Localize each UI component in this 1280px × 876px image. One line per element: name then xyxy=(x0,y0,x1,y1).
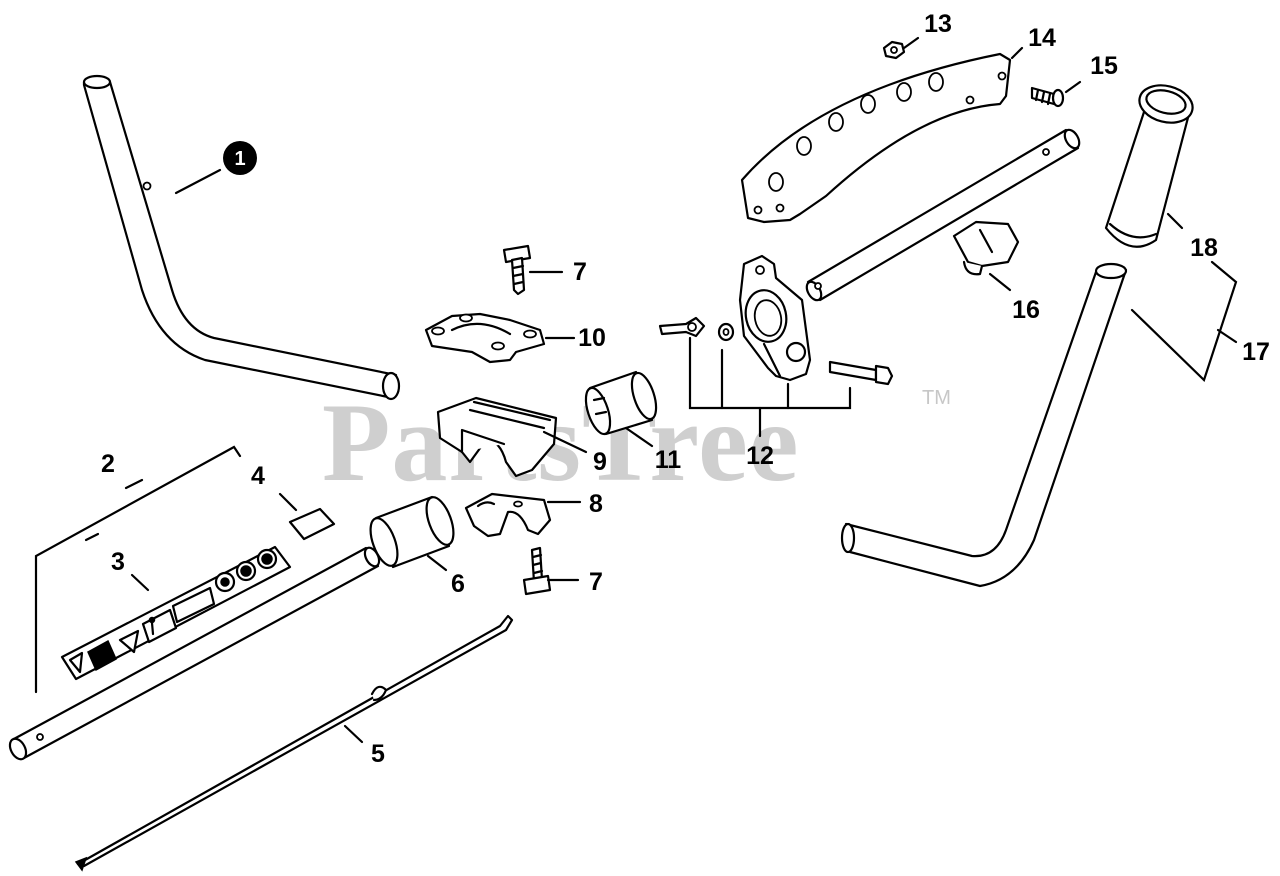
callout-7-bottom[interactable]: 7 xyxy=(589,568,603,596)
part-6-sleeve[interactable] xyxy=(365,494,459,570)
callout-5[interactable]: 5 xyxy=(371,740,385,768)
callout-8[interactable]: 8 xyxy=(589,490,603,518)
eye-protection-icon xyxy=(214,571,236,593)
callout-4[interactable]: 4 xyxy=(251,462,265,490)
callout-12[interactable]: 12 xyxy=(746,442,774,470)
callout-1[interactable]: 1 xyxy=(223,141,257,175)
hazard-icon xyxy=(118,629,140,654)
wing-nut xyxy=(658,316,706,338)
callout-9[interactable]: 9 xyxy=(593,448,607,476)
callout-14[interactable]: 14 xyxy=(1028,24,1056,52)
part-9-housing-clamp[interactable] xyxy=(436,396,558,478)
callout-16[interactable]: 16 xyxy=(1012,296,1040,324)
watermark: PartsTree TM xyxy=(322,381,951,505)
part-18-grip[interactable] xyxy=(1104,80,1197,248)
part-3-warning-decal[interactable] xyxy=(60,545,292,681)
bystander-icon xyxy=(141,608,178,644)
part-4-label[interactable] xyxy=(288,507,336,541)
callout-11[interactable]: 11 xyxy=(655,446,682,474)
watermark-text: PartsTree xyxy=(322,381,800,505)
part-15-screw[interactable] xyxy=(1030,86,1065,108)
handle-rod[interactable] xyxy=(804,127,1082,302)
callout-7-top[interactable]: 7 xyxy=(573,258,587,286)
manual-icon xyxy=(87,639,117,672)
ear-protection-icon xyxy=(235,560,257,582)
callout-18[interactable]: 18 xyxy=(1190,234,1218,262)
callout-13[interactable]: 13 xyxy=(924,10,952,38)
part-5-drive-shaft[interactable] xyxy=(74,614,514,872)
callout-6[interactable]: 6 xyxy=(451,570,465,598)
callout-10[interactable]: 10 xyxy=(578,324,606,352)
washer xyxy=(717,322,735,342)
watermark-tm: TM xyxy=(922,387,951,409)
svg-text:1: 1 xyxy=(234,148,245,170)
part-13-nut[interactable] xyxy=(882,40,906,60)
bolt xyxy=(828,360,894,386)
part-2-shaft-tube[interactable] xyxy=(7,545,382,762)
part-7-screw-top[interactable] xyxy=(502,244,532,296)
callout-3[interactable]: 3 xyxy=(111,548,125,576)
boot-icon xyxy=(256,548,278,570)
part-10-upper-clamp[interactable] xyxy=(424,312,546,364)
part-17-right-handle[interactable] xyxy=(840,262,1128,588)
leader-lines xyxy=(34,36,1238,744)
callout-17[interactable]: 17 xyxy=(1242,338,1270,366)
part-16-clip[interactable] xyxy=(952,220,1020,276)
callout-15[interactable]: 15 xyxy=(1090,52,1118,80)
clamp-body xyxy=(738,254,812,382)
part-8-lower-clamp[interactable] xyxy=(464,492,552,538)
callout-2[interactable]: 2 xyxy=(101,450,115,478)
part-12-handle-clamp-assembly[interactable] xyxy=(658,254,894,386)
part-14-bracket[interactable] xyxy=(740,52,1012,224)
part-7-screw-bottom[interactable] xyxy=(522,546,552,596)
callout-labels: 1 2 3 4 5 6 7 7 8 9 10 11 12 13 14 15 16… xyxy=(101,10,1270,768)
part-11-bushing[interactable] xyxy=(581,370,661,437)
part-1-left-handle[interactable] xyxy=(82,74,401,401)
warning-icon xyxy=(68,651,84,674)
